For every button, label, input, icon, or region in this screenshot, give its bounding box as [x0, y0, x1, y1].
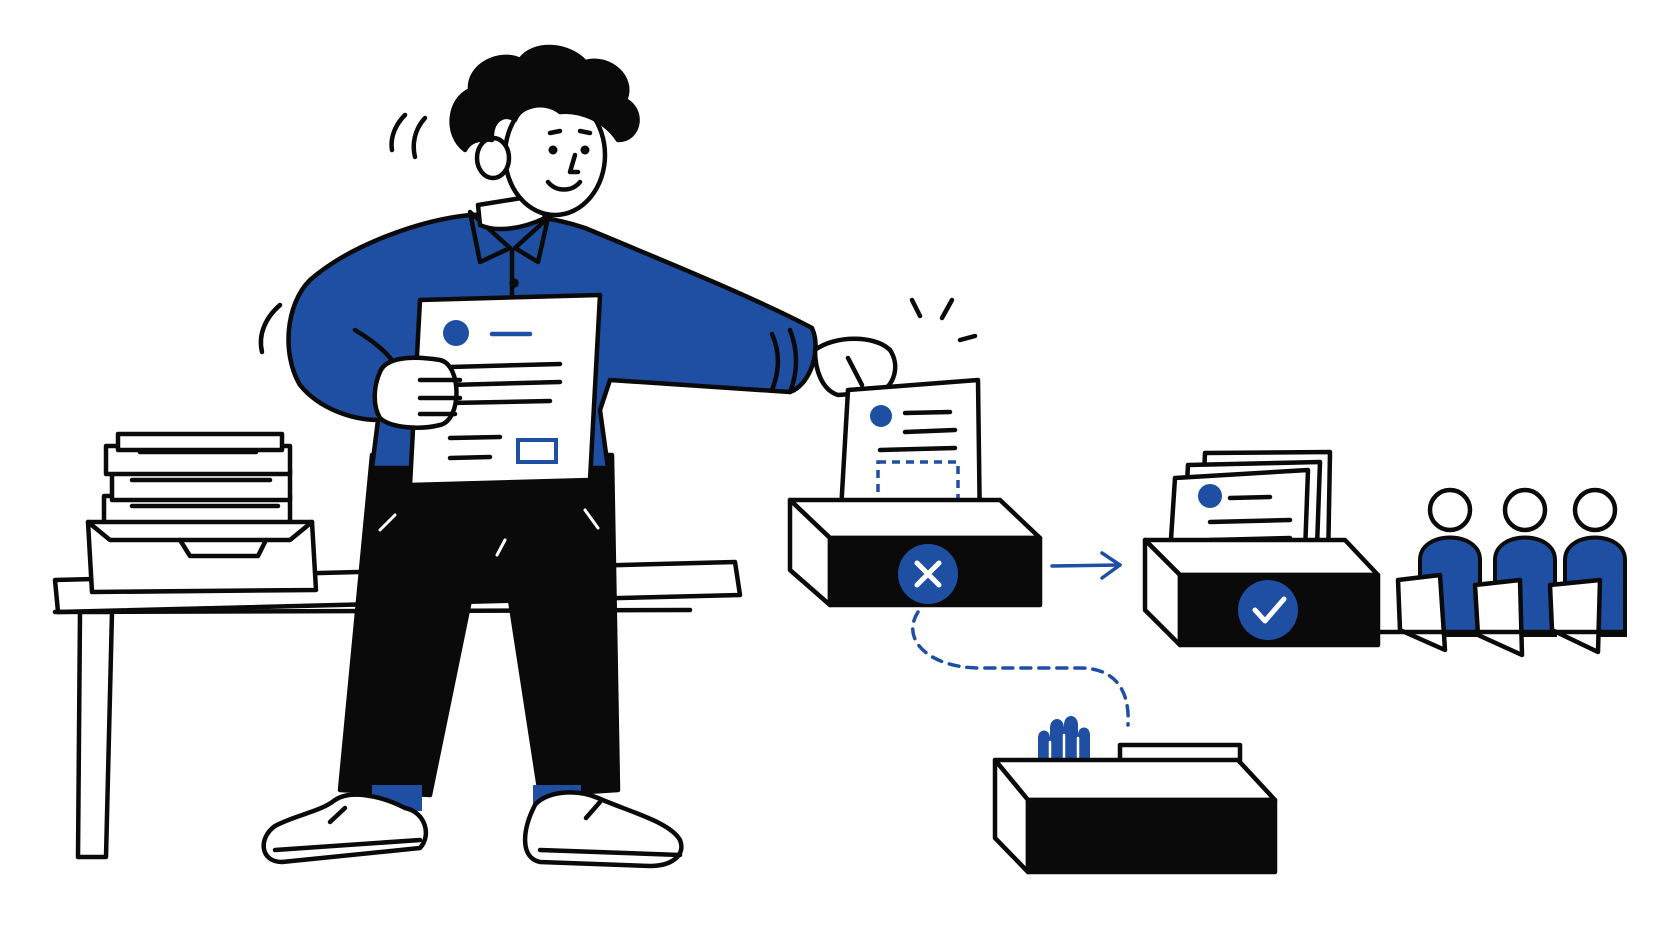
inbox-tray [85, 519, 319, 595]
arrow-right-icon [1050, 551, 1122, 580]
close-icon [914, 560, 942, 588]
approved-doc-avatar [1198, 484, 1222, 508]
approved-badge [1238, 580, 1298, 640]
right-shoe [522, 790, 684, 869]
head [389, 44, 640, 232]
shortlisted-candidates [1375, 487, 1627, 658]
reject-badge [898, 544, 958, 604]
dashed-flow-path [911, 610, 1130, 727]
motion-lines-arm [258, 302, 283, 355]
hair [449, 44, 640, 153]
person [258, 44, 898, 869]
checkmark-icon [1252, 596, 1287, 624]
motion-lines-head [389, 112, 428, 160]
holding-hand [372, 355, 463, 430]
dropping-hand [812, 336, 898, 398]
pants [337, 452, 621, 798]
impact-lines [909, 297, 978, 343]
on-hold-tray [992, 757, 1278, 875]
left-shoe [261, 792, 429, 865]
